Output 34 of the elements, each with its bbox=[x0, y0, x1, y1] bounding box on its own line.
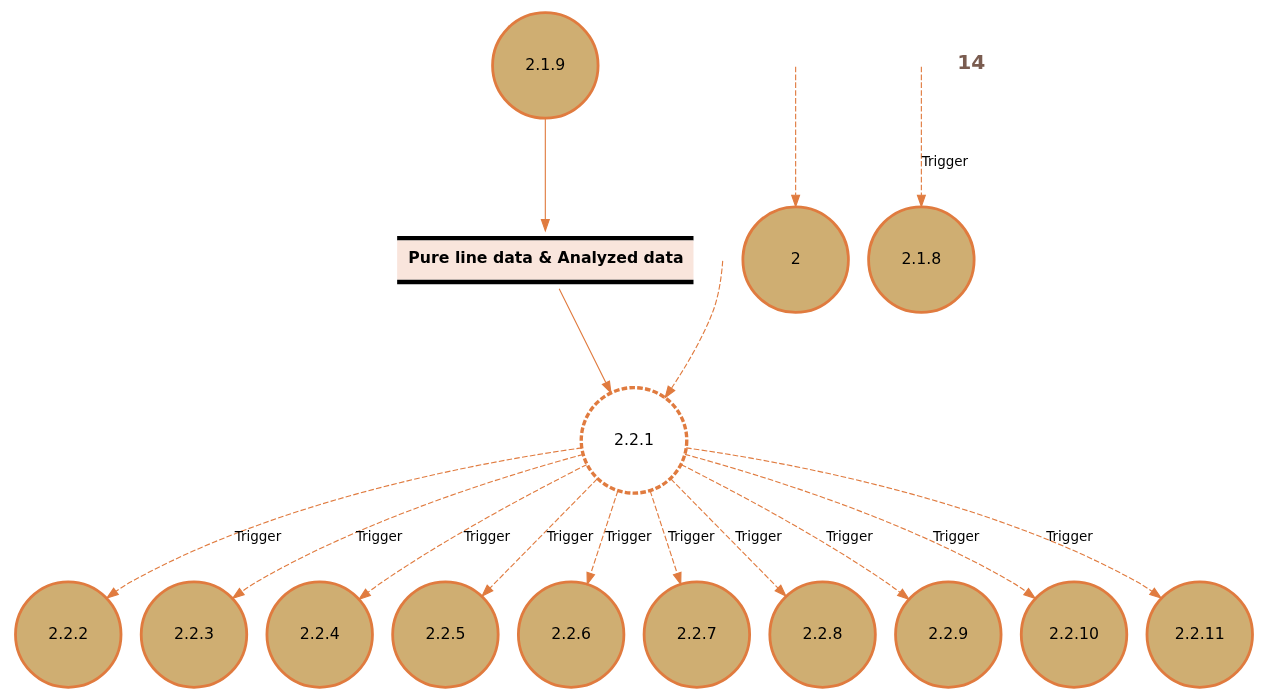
node-circle: 2.2.6 bbox=[516, 580, 626, 689]
edge-label: Trigger bbox=[921, 153, 969, 170]
arrow bbox=[558, 288, 612, 395]
arrow bbox=[649, 490, 682, 586]
node-circle: 2.1.9 bbox=[491, 11, 600, 120]
edge-label: Trigger bbox=[932, 527, 980, 544]
node-circle: 2 bbox=[741, 205, 850, 314]
arrow bbox=[357, 464, 588, 601]
arrow bbox=[480, 478, 598, 598]
arrow bbox=[586, 490, 619, 586]
edge-label: Trigger bbox=[1046, 527, 1093, 544]
arrow bbox=[684, 453, 1037, 600]
arrow bbox=[680, 464, 911, 601]
edge-label: Trigger bbox=[355, 527, 403, 544]
edge-label: Trigger bbox=[546, 527, 594, 544]
label: 14 bbox=[957, 50, 986, 75]
arrow bbox=[664, 260, 724, 399]
arrow bbox=[540, 117, 551, 233]
node-circle: 2.1.8 bbox=[867, 205, 976, 314]
edge-label: Trigger bbox=[735, 527, 782, 544]
edge-label: Trigger bbox=[605, 527, 652, 544]
arrow bbox=[670, 478, 788, 598]
node-circle: 2.2.8 bbox=[768, 580, 877, 689]
edge-label: Trigger bbox=[234, 527, 282, 544]
arrow bbox=[231, 453, 584, 600]
arrow bbox=[105, 447, 583, 600]
node-circle: 2.2.7 bbox=[642, 580, 752, 689]
arrow bbox=[685, 447, 1163, 600]
arrow bbox=[790, 66, 801, 209]
edge-label: Trigger bbox=[826, 527, 873, 544]
node-circle: 2.2.5 bbox=[391, 580, 500, 689]
arrow bbox=[916, 66, 927, 209]
edge-label: Trigger bbox=[463, 527, 511, 544]
edge-label: Trigger bbox=[668, 527, 715, 544]
